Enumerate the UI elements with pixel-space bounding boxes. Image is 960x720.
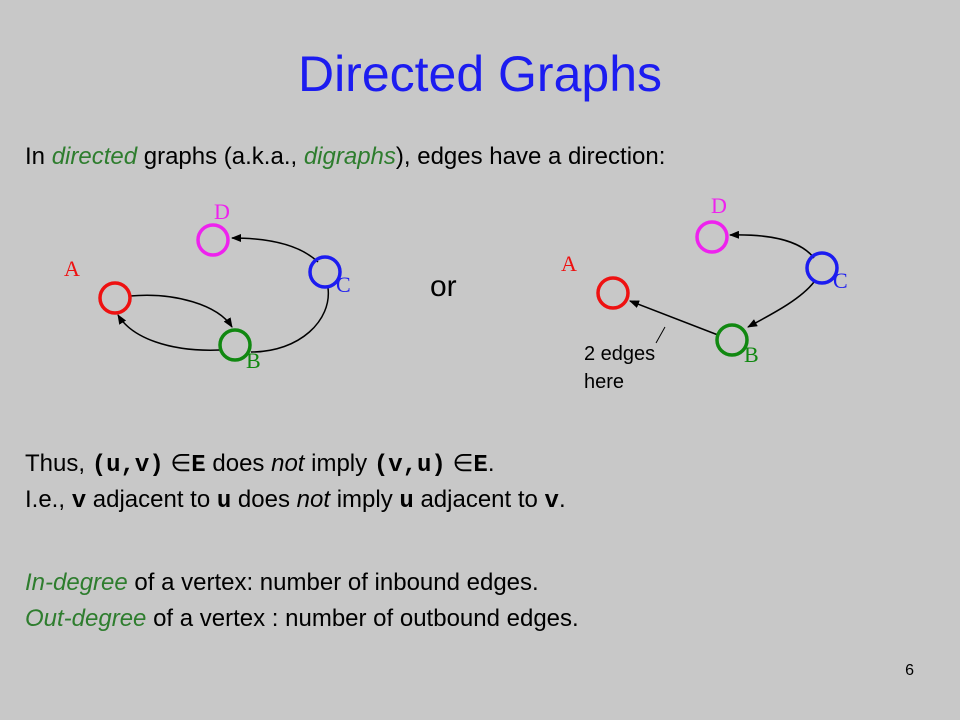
ie-t3: does xyxy=(231,486,297,513)
page-number: 6 xyxy=(905,662,914,679)
ie-t1: I.e., xyxy=(25,486,72,513)
ie-t4: imply xyxy=(330,486,400,513)
label-c-right: C xyxy=(833,268,848,293)
thus-t6: . xyxy=(487,450,495,477)
ie-t5: adjacent to xyxy=(413,486,545,513)
node-d xyxy=(196,223,230,257)
edge-c-to-b-right xyxy=(747,281,815,328)
label-d-right: D xyxy=(711,193,727,218)
thus-e2: E xyxy=(473,452,488,479)
indegree-line: In-degree of a vertex: number of inbound… xyxy=(25,568,539,598)
thus-t4: imply xyxy=(304,450,374,477)
node-a xyxy=(98,281,132,315)
term-out-degree: Out-degree xyxy=(25,605,147,632)
node-d-right xyxy=(695,220,729,254)
thus-vu: (v,u) xyxy=(373,452,446,479)
thus-t3: does xyxy=(205,450,272,477)
node-c-right xyxy=(805,251,839,285)
edge-a-to-b xyxy=(129,294,233,328)
thus-t2: ∈ xyxy=(163,450,192,477)
ie-v1: v xyxy=(71,488,87,515)
thus-line: Thus, (u,v) ∈E does not imply (v,u) ∈E. xyxy=(25,449,494,481)
intro-prefix: In xyxy=(25,143,52,170)
label-b: B xyxy=(246,348,261,373)
ie-t2: adjacent to xyxy=(86,486,217,513)
note-pointer xyxy=(655,326,666,344)
intro-suffix: ), edges have a direction: xyxy=(395,143,666,170)
right-graph: A B C D 2 edges here xyxy=(561,193,848,393)
edge-a-b-double xyxy=(629,300,719,336)
outdegree-line: Out-degree of a vertex : number of outbo… xyxy=(25,604,579,634)
ie-u1: u xyxy=(216,488,232,515)
thus-uv: (u,v) xyxy=(91,452,164,479)
term-directed: directed xyxy=(51,143,138,170)
ie-line: I.e., v adjacent to u does not imply u a… xyxy=(25,485,566,517)
outdegree-rest: of a vertex : number of outbound edges. xyxy=(146,605,579,632)
thus-not: not xyxy=(271,450,305,477)
ie-u2: u xyxy=(399,488,414,515)
or-text: or xyxy=(430,270,457,303)
ie-not: not xyxy=(296,486,331,513)
note-2-edges: 2 edges xyxy=(584,343,655,365)
ie-t6: . xyxy=(558,486,566,513)
label-d: D xyxy=(214,199,230,224)
label-b-right: B xyxy=(744,342,759,367)
thus-t1: Thus, xyxy=(25,450,92,477)
thus-e1: E xyxy=(191,452,206,479)
edge-b-to-a xyxy=(117,314,221,351)
label-a: A xyxy=(64,256,80,281)
intro-mid: graphs (a.k.a., xyxy=(137,143,304,170)
node-b xyxy=(218,328,252,362)
node-c xyxy=(308,255,342,289)
term-in-degree: In-degree xyxy=(25,569,128,596)
node-b-right xyxy=(715,323,749,357)
thus-t5: ∈ xyxy=(445,450,474,477)
slide-title: Directed Graphs xyxy=(297,46,663,102)
term-digraphs: digraphs xyxy=(303,143,396,170)
node-a-right xyxy=(596,276,630,310)
indegree-rest: of a vertex: number of inbound edges. xyxy=(127,569,539,596)
note-here: here xyxy=(584,371,624,393)
intro-line: In directed graphs (a.k.a., digraphs), e… xyxy=(25,142,665,172)
edge-c-to-b xyxy=(250,287,330,353)
ie-v2: v xyxy=(544,488,559,515)
left-graph: A B C D xyxy=(64,199,351,373)
edge-c-to-d-right xyxy=(729,230,815,259)
edge-c-to-d xyxy=(231,234,319,263)
label-a-right: A xyxy=(561,251,577,276)
label-c: C xyxy=(336,272,351,297)
